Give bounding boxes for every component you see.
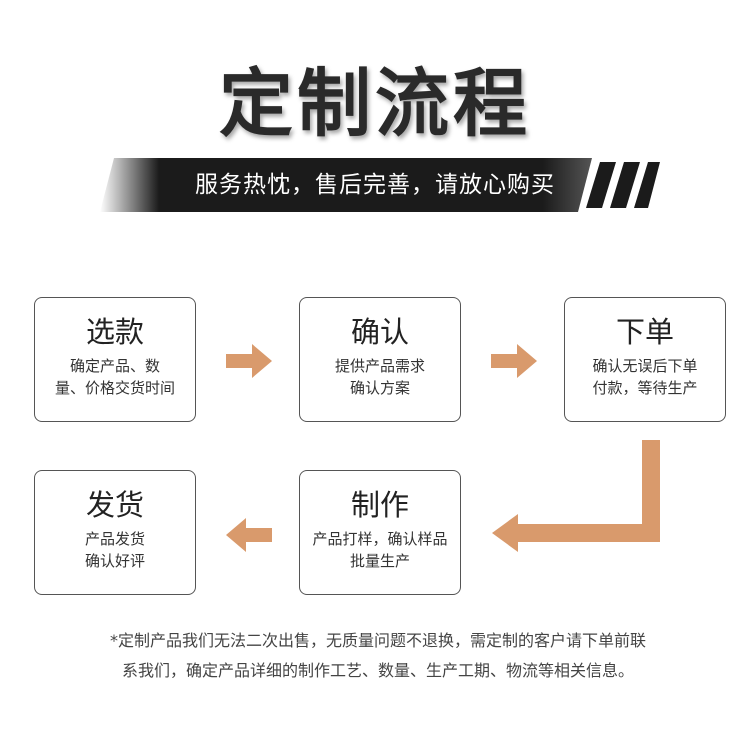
step-desc-line2: 量、价格交货时间: [54, 379, 175, 397]
arrow-right-icon: [491, 344, 537, 378]
step-card-order: 下单 确认无误后下单 付款，等待生产: [564, 297, 726, 422]
step-desc-line1: 产品发货: [84, 530, 145, 548]
step-desc-line2: 批量生产: [349, 552, 410, 570]
custom-notice: *定制产品我们无法二次出售，无质量问题不退换，需定制的客户请下单前联 系我们，确…: [38, 626, 718, 686]
slogan-banner: 服务热忱，售后完善，请放心购买: [100, 158, 660, 212]
arrow-down-left-icon: [492, 440, 660, 552]
step-card-ship: 发货 产品发货 确认好评: [34, 470, 196, 595]
banner-slogan: 服务热忱，售后完善，请放心购买: [195, 172, 555, 198]
banner-stripe-3: [634, 162, 660, 208]
step-card-confirm: 确认 提供产品需求 确认方案: [299, 297, 461, 422]
arrow-right-icon: [226, 344, 272, 378]
banner-stripe-1: [586, 162, 616, 208]
step-title: 选款: [85, 315, 144, 349]
step-desc-line2: 付款，等待生产: [592, 379, 698, 397]
step-desc-line2: 确认方案: [349, 379, 410, 397]
step-desc-line1: 确认无误后下单: [592, 357, 698, 375]
step-title: 发货: [85, 488, 144, 522]
step-desc-line1: 产品打样，确认样品: [312, 530, 448, 548]
banner-background: [100, 158, 660, 212]
step-desc-line1: 确定产品、数: [69, 357, 160, 375]
banner-stripe-2: [610, 162, 640, 208]
step-card-select: 选款 确定产品、数 量、价格交货时间: [34, 297, 196, 422]
step-title: 制作: [350, 488, 409, 522]
notice-line1: *定制产品我们无法二次出售，无质量问题不退换，需定制的客户请下单前联: [109, 631, 646, 650]
page-title: 定制流程: [219, 61, 531, 147]
step-title: 下单: [615, 315, 674, 349]
notice-line2: 系我们，确定产品详细的制作工艺、数量、生产工期、物流等相关信息。: [121, 661, 634, 680]
arrow-left-icon: [226, 518, 272, 552]
step-title: 确认: [350, 315, 409, 349]
step-desc-line1: 提供产品需求: [334, 357, 425, 375]
step-card-produce: 制作 产品打样，确认样品 批量生产: [299, 470, 461, 595]
step-desc-line2: 确认好评: [84, 552, 145, 570]
